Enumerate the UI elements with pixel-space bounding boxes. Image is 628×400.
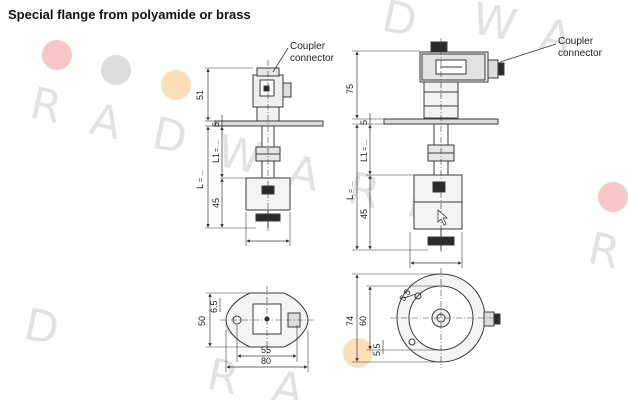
dim-L: L bbox=[345, 195, 355, 200]
coupler-label: Coupler bbox=[558, 36, 594, 47]
watermark-letter: R bbox=[26, 78, 67, 134]
right-side-view bbox=[352, 38, 557, 268]
flange-view-labels: 6.5 50 55 80 bbox=[197, 300, 271, 366]
round-top-view bbox=[352, 268, 501, 368]
connector-knurl bbox=[430, 41, 448, 53]
right-view-labels: Coupler connector 75 5 L1 = ... L = ... … bbox=[345, 36, 603, 219]
watermark-letter: D bbox=[378, 0, 422, 48]
round-bolt-hole bbox=[408, 338, 416, 346]
watermark-dot-gray bbox=[101, 55, 131, 85]
watermark-letter: W bbox=[468, 0, 521, 52]
float-marker bbox=[432, 181, 446, 193]
connector-label: connector bbox=[290, 53, 335, 64]
connector-label: connector bbox=[558, 48, 603, 59]
dim-50: 50 bbox=[197, 316, 207, 326]
page-title: Special flange from polyamide or brass bbox=[8, 7, 251, 22]
dim-L1: L1 bbox=[359, 152, 369, 162]
watermark-letter: R bbox=[584, 223, 625, 279]
dim-45: 45 bbox=[359, 209, 369, 219]
dim-45: 45 bbox=[211, 198, 221, 208]
dim-L-sub: = ... bbox=[348, 181, 355, 193]
pointer-arrow-icon bbox=[437, 209, 449, 226]
watermark-letter: D bbox=[20, 299, 64, 356]
watermark-letter: A bbox=[86, 94, 126, 150]
dim-55: 55 bbox=[261, 345, 271, 355]
dim-80: 80 bbox=[261, 356, 271, 366]
dim-5-5: 5.5 bbox=[372, 343, 382, 356]
dim-L: L bbox=[195, 184, 205, 189]
watermark-dots bbox=[42, 40, 628, 368]
callout-leader bbox=[499, 43, 557, 63]
round-bolt-hole bbox=[414, 292, 422, 300]
watermark-dot-orange bbox=[343, 338, 373, 368]
dim-6-5: 6.5 bbox=[209, 300, 219, 313]
dim-L1: L1 bbox=[211, 153, 221, 163]
left-side-view bbox=[205, 47, 324, 246]
watermark-dot-red bbox=[598, 182, 628, 212]
round-connector-end bbox=[493, 313, 501, 325]
connector-cable-end bbox=[497, 62, 505, 76]
connector-led bbox=[263, 85, 270, 92]
flange-top-view bbox=[206, 286, 316, 372]
dim-L1-sub: = ... bbox=[214, 140, 221, 152]
coupler-label: Coupler bbox=[290, 41, 326, 52]
dim-leader-5-5 bbox=[403, 293, 417, 299]
dim-5: 5 bbox=[359, 120, 369, 125]
callout-leader bbox=[272, 47, 289, 73]
dim-74: 74 bbox=[345, 316, 355, 326]
left-view-labels: Coupler connector 51 5 L1 = ... L = ... … bbox=[195, 41, 335, 208]
dim-75: 75 bbox=[345, 84, 355, 94]
round-connector-stub bbox=[483, 311, 495, 327]
dim-51: 51 bbox=[195, 90, 205, 100]
flange-plate bbox=[214, 120, 324, 127]
watermark-letter: D bbox=[148, 108, 192, 165]
connector-cable-gland bbox=[487, 59, 499, 79]
dim-L-sub: = ... bbox=[198, 170, 205, 182]
watermark-dot-red bbox=[42, 40, 72, 70]
dim-60: 60 bbox=[358, 316, 368, 326]
dim-L1-sub: = ... bbox=[362, 139, 369, 151]
dim-5: 5 bbox=[211, 122, 221, 127]
connector-cable-gland bbox=[282, 82, 292, 98]
watermark-dot-orange bbox=[161, 70, 191, 100]
